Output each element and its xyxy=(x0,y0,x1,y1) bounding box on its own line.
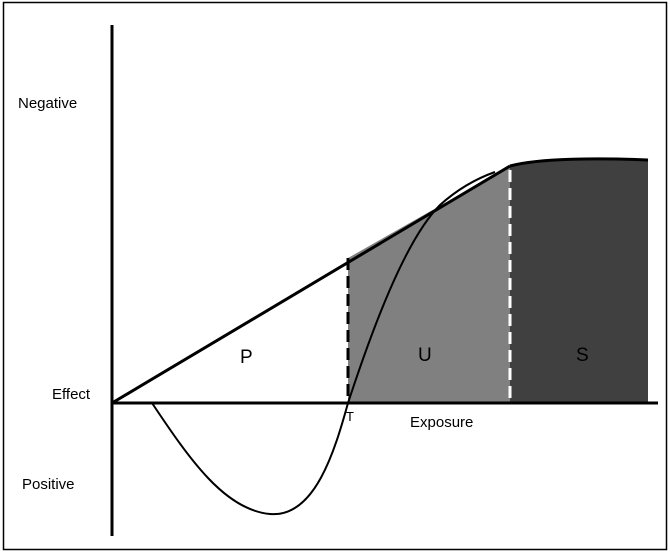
threshold-label: T xyxy=(346,409,354,424)
region-s-fill xyxy=(510,158,648,403)
region-label-p: P xyxy=(240,347,253,368)
y-label-negative: Negative xyxy=(18,95,77,112)
linear-response-line xyxy=(111,164,511,405)
region-u-fill xyxy=(348,166,510,403)
plateau-curve xyxy=(509,157,649,168)
region-label-u: U xyxy=(418,345,432,366)
y-label-positive: Positive xyxy=(22,476,75,493)
dose-response-curve xyxy=(151,171,496,516)
region-label-s: S xyxy=(576,345,589,366)
y-label-effect: Effect xyxy=(52,386,91,403)
x-label-exposure: Exposure xyxy=(410,414,473,431)
